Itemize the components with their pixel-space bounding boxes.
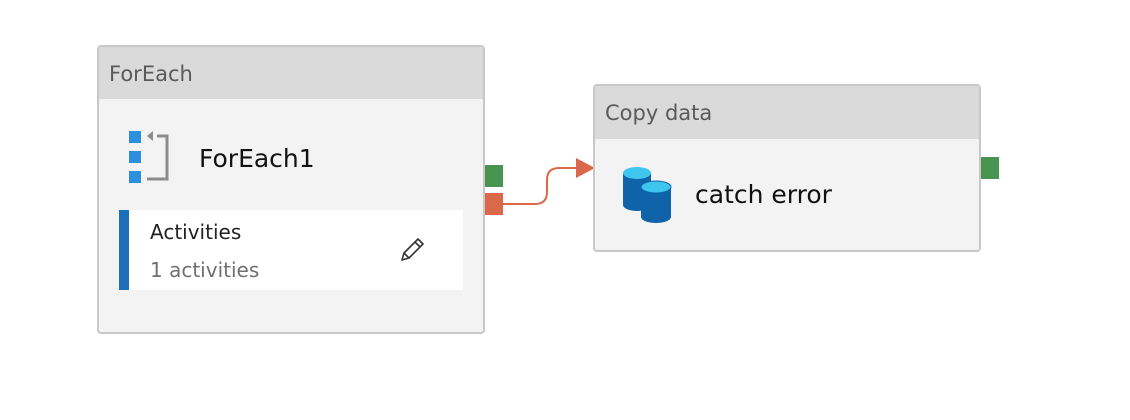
activity-name: ForEach1 — [199, 144, 315, 173]
activity-type-label: ForEach — [99, 47, 483, 99]
database-copy-icon — [621, 166, 673, 228]
foreach-activity-node[interactable]: ForEach ForEach1 Activities 1 activities — [97, 45, 485, 334]
activities-panel[interactable]: Activities 1 activities — [119, 210, 463, 290]
success-output-port[interactable] — [981, 157, 999, 179]
activities-title: Activities — [150, 220, 242, 244]
activities-count: 1 activities — [150, 258, 260, 282]
foreach-icon — [127, 129, 171, 187]
pencil-icon[interactable] — [398, 234, 428, 264]
activity-type-label: Copy data — [595, 86, 979, 139]
accent-bar — [119, 210, 129, 290]
copy-data-activity-node[interactable]: Copy data catch error — [593, 84, 981, 252]
activity-name: catch error — [695, 180, 832, 209]
failure-output-port[interactable] — [485, 193, 503, 215]
success-output-port[interactable] — [485, 165, 503, 187]
